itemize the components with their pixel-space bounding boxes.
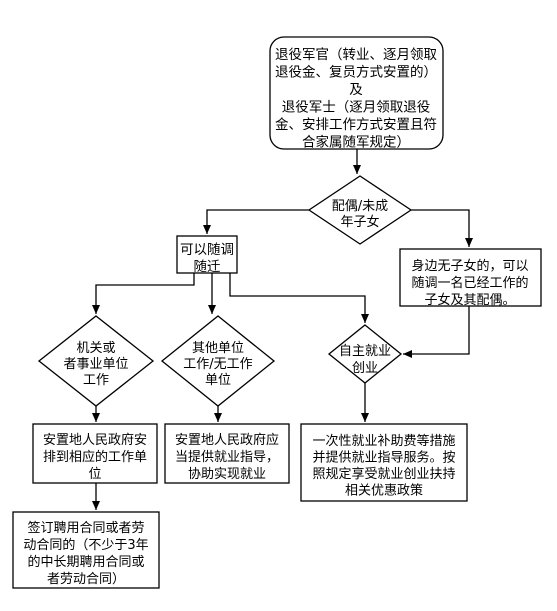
- decision-gov-text-line: 机关或: [76, 341, 115, 356]
- connector-spouse-to-childless: [411, 209, 473, 247]
- box-self-text-line: 并提供就业指导服务。按: [312, 449, 455, 465]
- childless-box: [399, 248, 542, 307]
- connector-follow-to-gov: [92, 273, 195, 314]
- top-box-text-line: 金、安排工作方式安置且符: [275, 117, 437, 133]
- decision-spouse-text: 配偶/未成年子女: [332, 199, 388, 230]
- decision-other-text: 其他单位工作/无工作单位: [183, 341, 252, 388]
- connector-spouse-to-follow: [203, 209, 309, 234]
- box-other-text-line: 协助实现就业: [188, 467, 266, 482]
- childless-box-text-line: 随调一名已经工作的: [411, 275, 528, 291]
- box-self-text-line: 一次性就业补助费等措施: [312, 433, 455, 449]
- decision-spouse-text-line: 年子女: [340, 214, 379, 230]
- top-box-text-line: 及: [349, 82, 363, 98]
- box-other-text-line: 安置地人民政府应: [175, 432, 279, 448]
- box-gov-text-line: 排到相应的工作单: [43, 449, 147, 465]
- decision-other-text-line: 其他单位: [192, 341, 244, 356]
- top-box-text-line: 合家属随军规定）: [302, 134, 410, 151]
- childless-box-text-line: 子女及其配偶。: [424, 292, 515, 308]
- box-contract-text: 签订聘用合同或者劳动合同的（不少于3年的中长期聘用合同或者劳动合同）: [23, 520, 148, 587]
- follow-box-text-line: 随迁: [194, 259, 221, 275]
- top-box-text-line: 退役金、复员方式安置的）: [275, 64, 437, 81]
- box-self: [300, 423, 468, 502]
- follow-box-text-line: 可以随调: [180, 242, 234, 258]
- decision-other-text-line: 工作/无工作: [183, 357, 252, 372]
- box-gov-text-line: 位: [88, 467, 101, 482]
- box-contract-text-line: 签订聘用合同或者劳: [27, 520, 144, 536]
- decision-spouse-diamond: [307, 175, 413, 245]
- childless-box-text: 身边无子女的，可以随调一名已经工作的子女及其配偶。: [411, 258, 528, 308]
- box-contract-text-line: 的中长期聘用合同或: [27, 554, 144, 570]
- box-gov-text: 安置地人民政府安排到相应的工作单位: [43, 433, 147, 482]
- decision-spouse-text-line: 配偶/未成: [332, 199, 388, 214]
- decision-gov-text-line: 者事业单位: [63, 357, 128, 372]
- box-contract-text-line: 者劳动合同）: [47, 571, 125, 587]
- box-contract-text-line: 动合同的（不少于3年: [23, 537, 148, 553]
- decision-self-text-line: 自主就业: [339, 344, 391, 359]
- box-other-text: 安置地人民政府应当提供就业指导， 协助实现就业: [175, 432, 279, 482]
- box-gov: [32, 423, 158, 484]
- top-box-text-line: 退役军官（转业、逐月领取: [275, 47, 437, 63]
- childless-box-text-line: 身边无子女的，可以: [411, 258, 528, 274]
- box-contract: [12, 511, 160, 589]
- box-other: [164, 423, 290, 484]
- decision-other-text-line: 单位: [205, 373, 231, 388]
- follow-box-text: 可以随调随迁: [180, 242, 234, 275]
- box-self-text: 一次性就业补助费等措施并提供就业指导服务。按照规定享受就业创业扶持相关优惠政策: [312, 433, 455, 499]
- decision-gov-text-line: 工作: [83, 373, 109, 388]
- top-box-text: 退役军官（转业、逐月领取退役金、复员方式安置的）及退役军士（逐月领取退役金、安排…: [275, 47, 437, 151]
- box-gov-text-line: 安置地人民政府安: [43, 433, 147, 448]
- decision-self-text: 自主就业创业: [339, 344, 391, 376]
- box-self-text-line: 照规定享受就业创业扶持: [312, 466, 455, 482]
- box-self-text-line: 相关优惠政策: [345, 482, 423, 498]
- decision-gov-text: 机关或者事业单位工作: [63, 341, 128, 388]
- connector-childless-to-self: [403, 306, 470, 358]
- decision-self-text-line: 创业: [352, 361, 378, 376]
- follow-box: [176, 235, 238, 274]
- top-box-text-line: 退役军士（逐月领取退役: [282, 100, 431, 116]
- connector-follow-to-self: [229, 273, 369, 323]
- box-other-text-line: 当提供就业指导，: [175, 449, 279, 465]
